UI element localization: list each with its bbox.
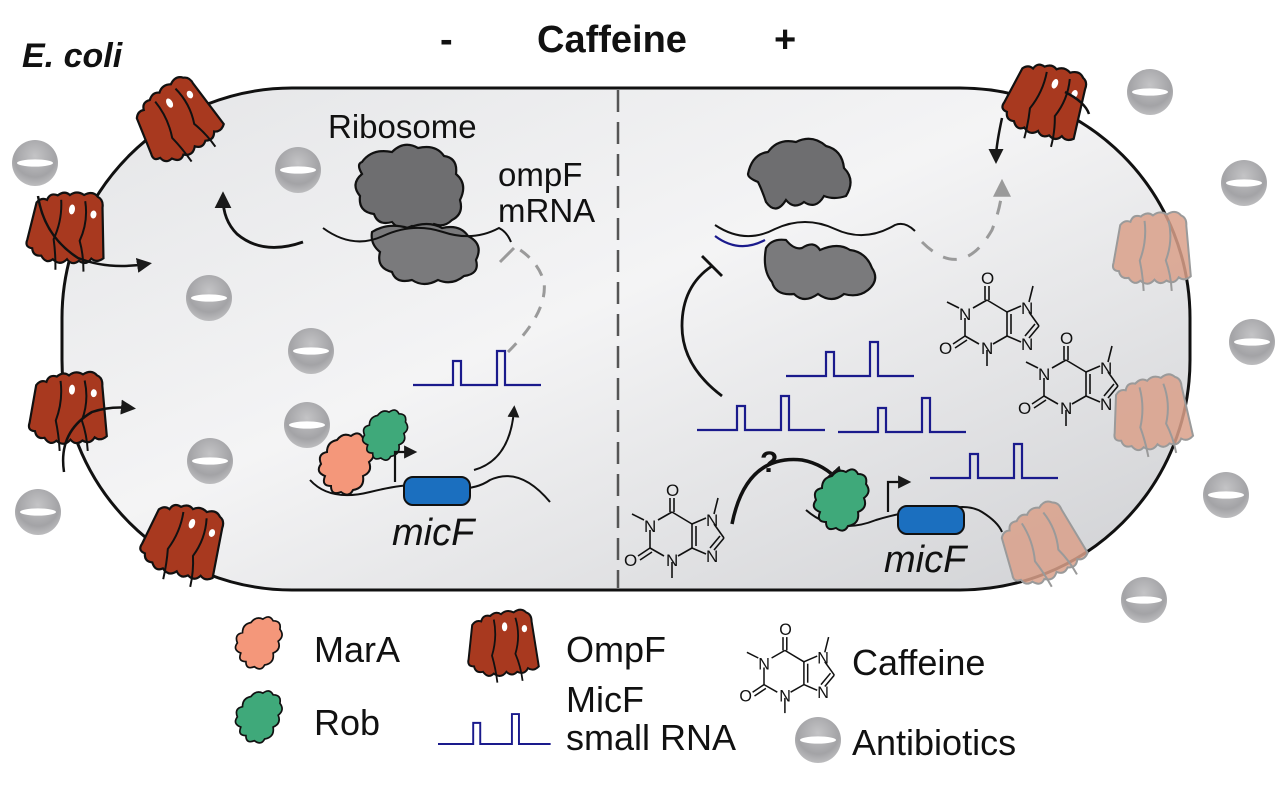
svg-text:N: N xyxy=(706,511,718,530)
antibiotic-icon xyxy=(275,147,321,193)
organism-label: E. coli xyxy=(22,37,124,75)
svg-text:O: O xyxy=(666,481,679,500)
legend-rob-label: Rob xyxy=(314,702,380,743)
membrane-segment xyxy=(1064,90,1091,115)
svg-text:N: N xyxy=(644,517,656,536)
antibiotic-icon xyxy=(284,402,330,448)
legend-mara-label: MarA xyxy=(314,629,400,670)
ompf-mrna-label-line2: mRNA xyxy=(498,192,595,229)
micf-mrna-duplex xyxy=(714,235,766,248)
caffeine-molecule-icon: O N O N N N xyxy=(624,481,725,578)
caffeine-plus-label: + xyxy=(774,19,796,61)
legend-caffeine-icon xyxy=(738,620,836,714)
reduced-translation-arrow xyxy=(920,178,1011,261)
antibiotic-icon xyxy=(15,489,61,535)
antibiotic-entry-arrow xyxy=(36,195,152,273)
antibiotic-icon xyxy=(288,328,334,374)
micf-gene-label: micF xyxy=(392,512,476,554)
ribosome-label: Ribosome xyxy=(328,108,477,145)
promoter-arrow xyxy=(393,445,418,482)
legend-antibiotic-icon xyxy=(795,717,841,763)
antibiotic-icon xyxy=(12,140,58,186)
antibiotic-icon xyxy=(1229,319,1275,365)
micf-gene-box xyxy=(897,505,965,535)
ompf-mrna-strand xyxy=(322,226,512,243)
caffeine-activation-arrow xyxy=(730,457,846,525)
translation-arrow xyxy=(214,191,304,249)
legend-antibiotics-label: Antibiotics xyxy=(852,722,1016,763)
antibiotic-icon xyxy=(1127,69,1173,115)
legend-ompf-icon xyxy=(467,608,540,684)
caffeine-header-title: Caffeine xyxy=(537,19,687,61)
ribosome-dissociated-icon xyxy=(746,137,877,301)
antibiotic-entry-arrow xyxy=(988,117,1004,164)
antibiotic-entry-arrow xyxy=(61,399,136,473)
promoter-arrow xyxy=(886,475,912,512)
transcription-arrow xyxy=(473,405,520,471)
ompf-mrna-strand xyxy=(714,221,916,238)
antibiotic-icon xyxy=(186,275,232,321)
inhibition-bar xyxy=(498,246,516,264)
legend-caffeine-label: Caffeine xyxy=(852,642,985,683)
svg-text:N: N xyxy=(666,551,678,570)
svg-text:N: N xyxy=(706,547,718,566)
micf-gene-box xyxy=(403,476,471,506)
legend-micf-label-line1: MicF xyxy=(566,679,644,720)
legend-micf-icon xyxy=(437,713,552,745)
unknown-mechanism-label: ? xyxy=(760,446,778,479)
legend-micf-label-line2: small RNA xyxy=(566,717,736,758)
antibiotic-icon xyxy=(1221,160,1267,206)
antibiotic-icon xyxy=(187,438,233,484)
micf-inhibition-arc xyxy=(680,264,723,398)
antibiotic-icon xyxy=(1203,472,1249,518)
legend-rob-icon xyxy=(234,690,283,744)
caffeine-minus-label: - xyxy=(440,19,453,61)
micf-inhibition-dashed xyxy=(506,244,546,354)
ompf-mrna-label-line1: ompF xyxy=(498,156,582,193)
svg-text:O: O xyxy=(624,551,637,570)
legend-mara-icon xyxy=(234,616,283,670)
micf-gene-label: micF xyxy=(884,539,968,581)
ribosome-icon xyxy=(354,143,480,286)
antibiotic-icon xyxy=(1121,577,1167,623)
inhibition-bar xyxy=(701,255,723,277)
legend-ompf-label: OmpF xyxy=(566,629,666,670)
